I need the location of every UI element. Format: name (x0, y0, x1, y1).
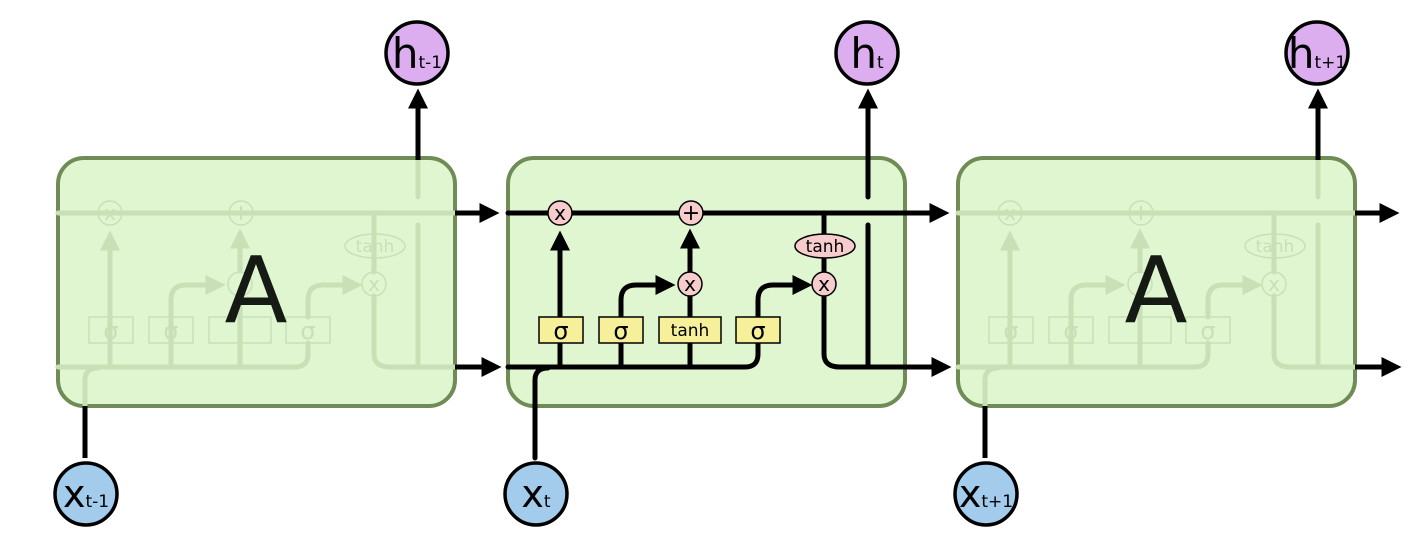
input-multiply-op (227, 271, 253, 297)
input-node-label: xt+1 (959, 472, 1013, 516)
tanh-op (344, 233, 406, 259)
output-sub: t (877, 53, 884, 73)
output-multiply-op-label: x (368, 272, 380, 296)
input-merge-line (82, 365, 101, 411)
add-op (678, 200, 704, 226)
layer-label-3: σ (750, 317, 765, 345)
output-node (1284, 20, 1350, 86)
input-gate-line (618, 275, 676, 370)
input-multiply-op-label: x (684, 272, 696, 296)
input-node-label: xt (521, 472, 551, 516)
output-main: h (392, 29, 419, 78)
layer-box-1 (598, 316, 644, 344)
input-gate-line (168, 275, 226, 370)
output-sub: t-1 (419, 53, 443, 73)
layer-label-3: σ (1200, 317, 1215, 345)
forget-multiply-op (547, 200, 573, 226)
input-multiply-op (677, 271, 703, 297)
layer-label-1: σ (163, 317, 178, 345)
output-gate-line (305, 275, 363, 320)
layer-box-3 (285, 316, 331, 344)
tanh-op-label: tanh (1256, 237, 1295, 257)
hidden-output-line (371, 293, 458, 370)
layer-label-1: σ (1063, 317, 1078, 345)
layer-label-2: tanh (671, 321, 710, 341)
output-gate-line (755, 275, 813, 320)
layer-box-1 (1048, 316, 1094, 344)
layer-box-1 (148, 316, 194, 344)
layer-label-0: σ (103, 317, 118, 345)
layer-box-3 (735, 316, 781, 344)
hidden-output-line (1271, 293, 1358, 370)
cell-label: A (1125, 237, 1188, 344)
add-op-label: + (1132, 201, 1150, 226)
input-multiply-op (1127, 271, 1153, 297)
layer-label-0: σ (553, 317, 568, 345)
tanh-op-label: tanh (356, 237, 395, 257)
output-multiply-op-label: x (818, 272, 830, 296)
input-node (503, 461, 569, 527)
forget-multiply-op-label: x (1004, 201, 1016, 225)
layer-box-0 (538, 316, 584, 344)
input-node-label: xt-1 (63, 472, 109, 516)
hidden-output-line (821, 293, 952, 377)
output-multiply-op-label: x (1268, 272, 1280, 296)
layer-box-2 (208, 316, 272, 344)
layer-box-3 (1185, 316, 1231, 344)
output-main: h (1288, 29, 1315, 78)
input-merge-line (982, 365, 1001, 411)
hidden-input-line (955, 340, 1211, 370)
layer-label-0: σ (1003, 317, 1018, 345)
tanh-op (1244, 233, 1306, 259)
tanh-op (794, 233, 856, 259)
output-node-label: ht (850, 29, 884, 78)
output-sub: t+1 (1314, 53, 1346, 73)
cell-label: A (225, 237, 288, 344)
output-node-label: ht-1 (392, 29, 442, 78)
input-gate-line (1068, 275, 1126, 370)
input-merge-line (532, 365, 551, 461)
layer-box-2 (1108, 316, 1172, 344)
cell-box (506, 156, 907, 408)
output-node (384, 20, 450, 86)
add-op (228, 200, 254, 226)
cell-box (56, 156, 457, 408)
output-multiply-op (811, 271, 837, 297)
forget-multiply-op (997, 200, 1023, 226)
forget-multiply-op-label: x (554, 201, 566, 225)
tanh-op-label: tanh (806, 237, 845, 257)
input-main: x (63, 472, 86, 516)
layer-box-2 (658, 316, 722, 344)
output-multiply-op (361, 271, 387, 297)
add-op-label: + (682, 201, 700, 226)
output-node-label: ht+1 (1288, 29, 1346, 78)
forget-multiply-op (97, 200, 123, 226)
add-op (1128, 200, 1154, 226)
input-sub: t (544, 492, 551, 512)
output-main: h (850, 29, 877, 78)
layer-label-1: σ (613, 317, 628, 345)
layer-label-3: σ (300, 317, 315, 345)
add-op-label: + (232, 201, 250, 226)
input-sub: t+1 (981, 492, 1013, 512)
hidden-input-line (505, 340, 761, 370)
forget-multiply-op-label: x (104, 201, 116, 225)
input-main: x (959, 472, 982, 516)
input-main: x (521, 472, 544, 516)
output-node (834, 20, 900, 86)
output-multiply-op (1261, 271, 1287, 297)
cell-box (956, 156, 1357, 408)
input-node (953, 461, 1019, 527)
output-gate-line (1205, 275, 1263, 320)
hidden-input-line (55, 340, 311, 370)
layer-box-0 (88, 316, 134, 344)
input-sub: t-1 (85, 492, 109, 512)
layer-box-0 (988, 316, 1034, 344)
input-node (53, 461, 119, 527)
